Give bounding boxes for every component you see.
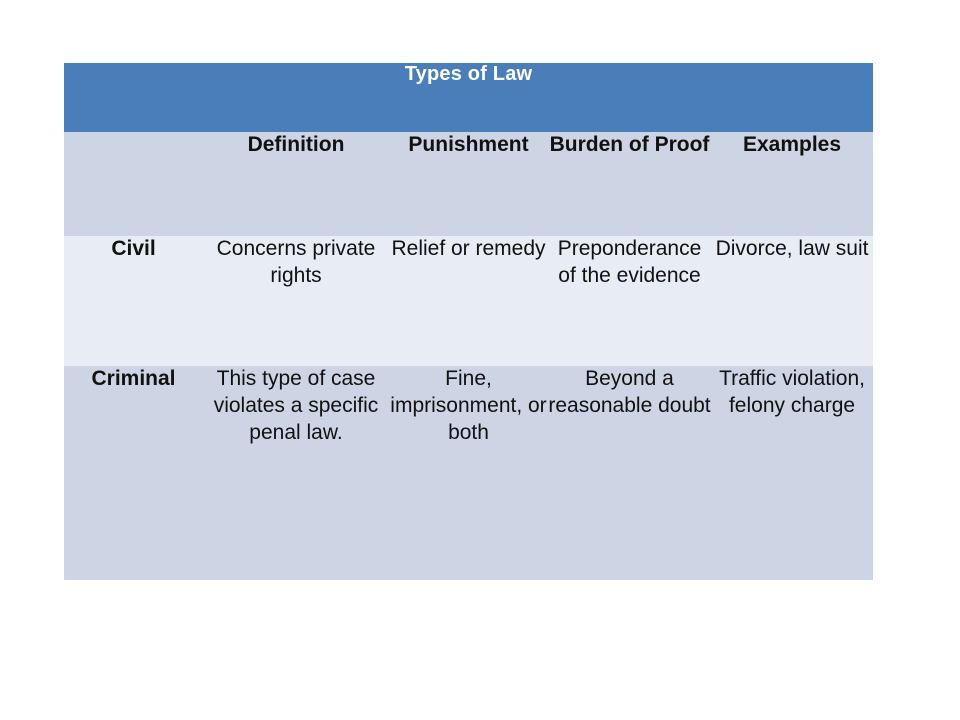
- cell-civil-burden-of-proof: Preponderance of the evidence: [548, 236, 711, 366]
- column-header-definition: Definition: [203, 132, 389, 236]
- cell-civil-examples: Divorce, law suit: [711, 236, 874, 366]
- table-title-row: Types of Law: [64, 63, 874, 132]
- column-header-row: Definition Punishment Burden of Proof Ex…: [64, 132, 874, 236]
- table-title: Types of Law: [64, 63, 874, 132]
- cell-civil-definition: Concerns private rights: [203, 236, 389, 366]
- cell-criminal-examples: Traffic violation, felony charge: [711, 366, 874, 580]
- column-header-examples: Examples: [711, 132, 874, 236]
- cell-civil-punishment: Relief or remedy: [389, 236, 548, 366]
- column-header-burden-of-proof: Burden of Proof: [548, 132, 711, 236]
- cell-criminal-punishment: Fine, imprisonment, or both: [389, 366, 548, 580]
- column-header-blank: [64, 132, 203, 236]
- row-label-civil: Civil: [64, 236, 203, 366]
- column-header-punishment: Punishment: [389, 132, 548, 236]
- table-row-civil: Civil Concerns private rights Relief or …: [64, 236, 874, 366]
- row-label-criminal: Criminal: [64, 366, 203, 580]
- types-of-law-table: Types of Law Definition Punishment Burde…: [64, 63, 874, 580]
- cell-criminal-burden-of-proof: Beyond a reasonable doubt: [548, 366, 711, 580]
- table-row-criminal: Criminal This type of case violates a sp…: [64, 366, 874, 580]
- cell-criminal-definition: This type of case violates a specific pe…: [203, 366, 389, 580]
